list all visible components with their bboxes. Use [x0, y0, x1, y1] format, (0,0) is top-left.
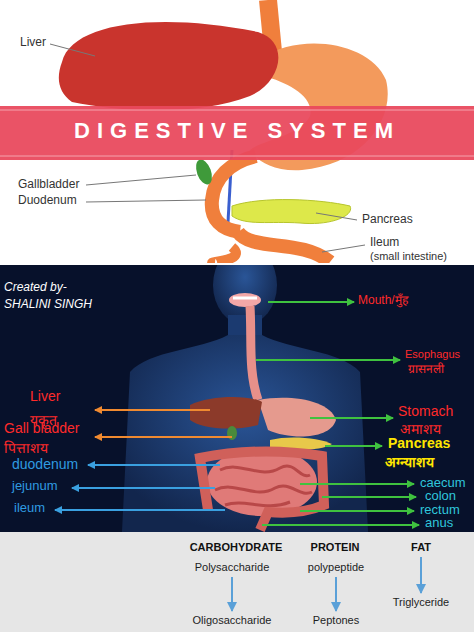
organ-label: Gall bladder [4, 420, 80, 436]
top-ground [0, 0, 474, 263]
column-heading: CARBOHYDRATE [190, 541, 283, 554]
node-text: FAT [411, 541, 431, 554]
flow-arrow [420, 557, 422, 593]
organ-label: duodenum [12, 456, 78, 472]
node-text: Polysaccharide [195, 561, 270, 574]
column-heading: FAT [411, 541, 431, 554]
organ-label: पित्ताशय [4, 440, 48, 456]
flow-arrow [231, 577, 233, 611]
body-figure [122, 265, 368, 532]
node-text: Peptones [313, 614, 359, 627]
organ-label: Esophagus [405, 348, 460, 361]
organ-label: Liver [30, 388, 60, 404]
organ-label: Duodenum [18, 194, 77, 208]
stage-text: Polysaccharide [195, 561, 270, 574]
stage-text: Triglyceride [393, 596, 449, 609]
organ-label: अग्न्याशय [385, 454, 434, 470]
banner-trim [0, 110, 474, 156]
organ-label: Mouth/मुँह [358, 294, 408, 308]
flow-arrow [335, 577, 337, 611]
bottom-ground [0, 532, 474, 632]
credit-text: Created by- [4, 281, 67, 295]
stage-text: Oligosaccharide [193, 614, 272, 627]
organ-label: Gallbladder [18, 178, 79, 192]
node-text: polypeptide [308, 561, 364, 574]
stage-text: polypeptide [308, 561, 364, 574]
pancreas [232, 200, 351, 224]
organ-label: Stomach [398, 403, 453, 419]
small-intestine [238, 232, 330, 262]
liver [59, 22, 279, 110]
pointer-arrows [55, 302, 419, 525]
column-heading: PROTEIN [311, 541, 360, 554]
stage-text: Peptones [313, 614, 359, 627]
small-intestine [212, 247, 236, 263]
organ-label: ग्रासनली [408, 363, 444, 377]
organ-label: Pancreas [362, 213, 413, 227]
organ-label: अमाशय [400, 421, 441, 437]
credit-text: SHALINI SINGH [4, 298, 92, 312]
node-text: Oligosaccharide [193, 614, 272, 627]
title-banner [0, 106, 474, 160]
node-text: CARBOHYDRATE [190, 541, 283, 554]
organ-label: anus [425, 516, 453, 531]
organ-label: Pancreas [388, 435, 450, 451]
organ-note: (small intestine) [370, 250, 447, 263]
organ-label: ileum [14, 501, 45, 516]
organ-label: colon [425, 489, 456, 504]
title-text: DIGESTIVE SYSTEM [0, 118, 474, 144]
middle-ground [0, 265, 474, 532]
node-text: PROTEIN [311, 541, 360, 554]
gallbladder [193, 157, 215, 186]
organ-label: Ileum [370, 236, 399, 250]
organ-label: Liver [20, 36, 46, 50]
node-text: Triglyceride [393, 596, 449, 609]
organ-label: jejunum [12, 479, 58, 494]
divider [0, 263, 474, 265]
